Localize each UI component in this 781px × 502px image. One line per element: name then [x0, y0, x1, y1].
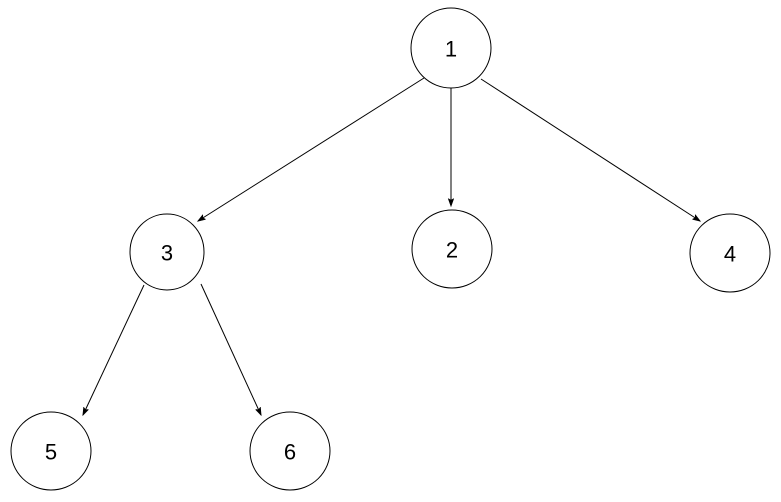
graph-edge-3-to-5: [83, 284, 145, 415]
node-label: 4: [724, 242, 736, 267]
node-circle[interactable]: [411, 209, 493, 289]
node-label: 2: [446, 238, 458, 263]
edge-line: [480, 78, 700, 221]
graph-node-6[interactable]: 6: [249, 411, 331, 491]
node-label: 3: [161, 241, 173, 266]
edge-line: [200, 283, 261, 415]
graph-node-1[interactable]: 1: [410, 7, 492, 89]
nodes-layer: 1 2 3 4 5 6: [10, 7, 771, 491]
node-circle[interactable]: [10, 411, 92, 491]
node-circle[interactable]: [249, 411, 331, 491]
graph-edge-1-to-3: [198, 77, 425, 221]
graph-node-4[interactable]: 4: [689, 213, 771, 293]
node-circle[interactable]: [689, 213, 771, 293]
graph-edge-1-to-4: [480, 78, 700, 221]
edge-line: [83, 284, 145, 415]
graph-node-5[interactable]: 5: [10, 411, 92, 491]
edges-layer: [83, 77, 700, 415]
graph-edge-3-to-6: [200, 283, 261, 415]
node-label: 1: [445, 37, 457, 62]
node-label: 5: [45, 440, 57, 465]
node-label: 6: [284, 440, 296, 465]
edge-line: [198, 77, 425, 221]
node-circle[interactable]: [410, 7, 492, 89]
graph-node-3[interactable]: 3: [129, 213, 205, 291]
graph-node-2[interactable]: 2: [411, 209, 493, 289]
node-circle[interactable]: [129, 213, 205, 291]
